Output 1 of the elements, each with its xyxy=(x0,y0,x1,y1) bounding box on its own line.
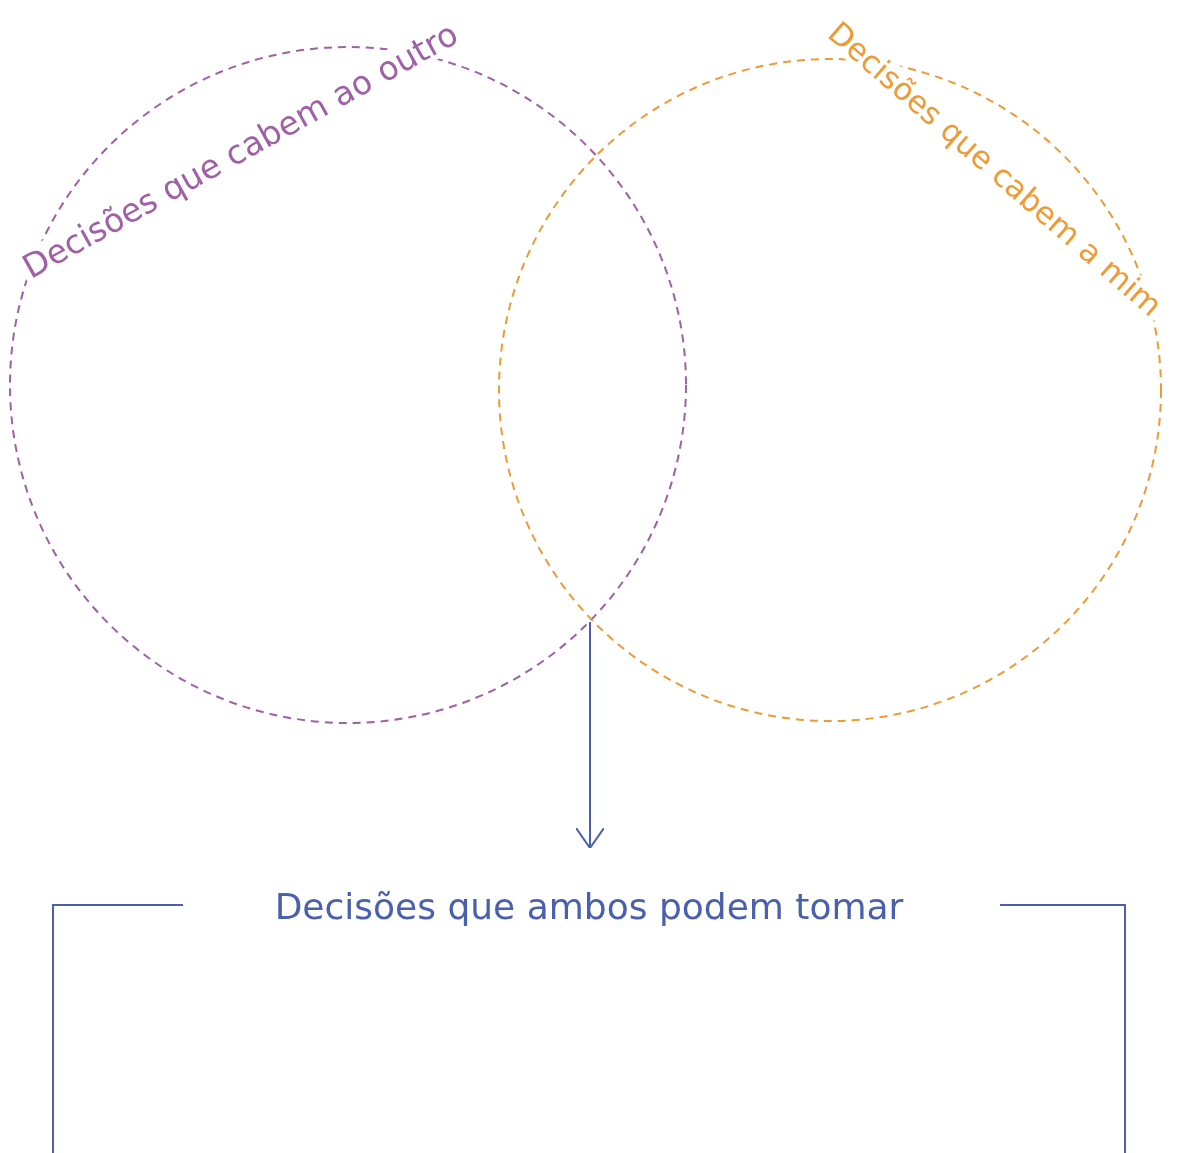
box-heading: Decisões que ambos podem tomar xyxy=(274,885,904,929)
